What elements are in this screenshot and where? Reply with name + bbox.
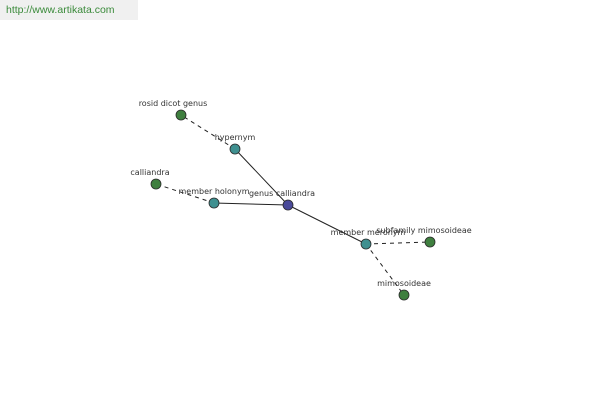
node-label-hypernym[interactable]: hypernym <box>215 133 256 142</box>
node-label-member-meronym[interactable]: member meronym <box>331 228 406 237</box>
url-bar: http://www.artikata.com <box>0 0 138 20</box>
node-label-subfamily-mimosoideae[interactable]: subfamily mimosoideae <box>376 226 471 235</box>
node-rosid-dicot-genus[interactable] <box>175 109 187 121</box>
node-label-calliandra[interactable]: calliandra <box>130 168 169 177</box>
node-label-mimosoideae[interactable]: mimosoideae <box>377 279 431 288</box>
edge-member-holonym-to-calliandra <box>155 183 215 204</box>
nodes-layer <box>150 109 436 301</box>
node-subfamily-mimosoideae[interactable] <box>424 236 436 248</box>
node-center[interactable] <box>282 199 294 211</box>
edge-hypernym-to-rosid-dicot-genus <box>180 114 236 150</box>
node-label-member-holonym[interactable]: member holonym <box>178 187 249 196</box>
node-label-rosid-dicot-genus[interactable]: rosid dicot genus <box>139 99 208 108</box>
node-hypernym[interactable] <box>229 143 241 155</box>
node-calliandra[interactable] <box>150 178 162 190</box>
labels-layer: genus calliandra hypernym member holonym me… <box>130 99 471 288</box>
edge-member-meronym-to-mimosoideae <box>365 243 405 296</box>
node-member-holonym[interactable] <box>208 197 220 209</box>
edges-layer <box>155 114 431 296</box>
edge-center-to-hypernym <box>234 148 289 206</box>
site-url-link[interactable]: http://www.artikata.com <box>6 4 115 16</box>
edge-center-to-member-meronym <box>287 204 367 245</box>
edge-member-meronym-to-subfamily-mimosoideae <box>365 241 431 245</box>
edge-center-to-member-holonym <box>213 202 289 206</box>
node-member-meronym[interactable] <box>360 238 372 250</box>
node-label-center[interactable]: genus calliandra <box>249 189 315 198</box>
node-mimosoideae[interactable] <box>398 289 410 301</box>
